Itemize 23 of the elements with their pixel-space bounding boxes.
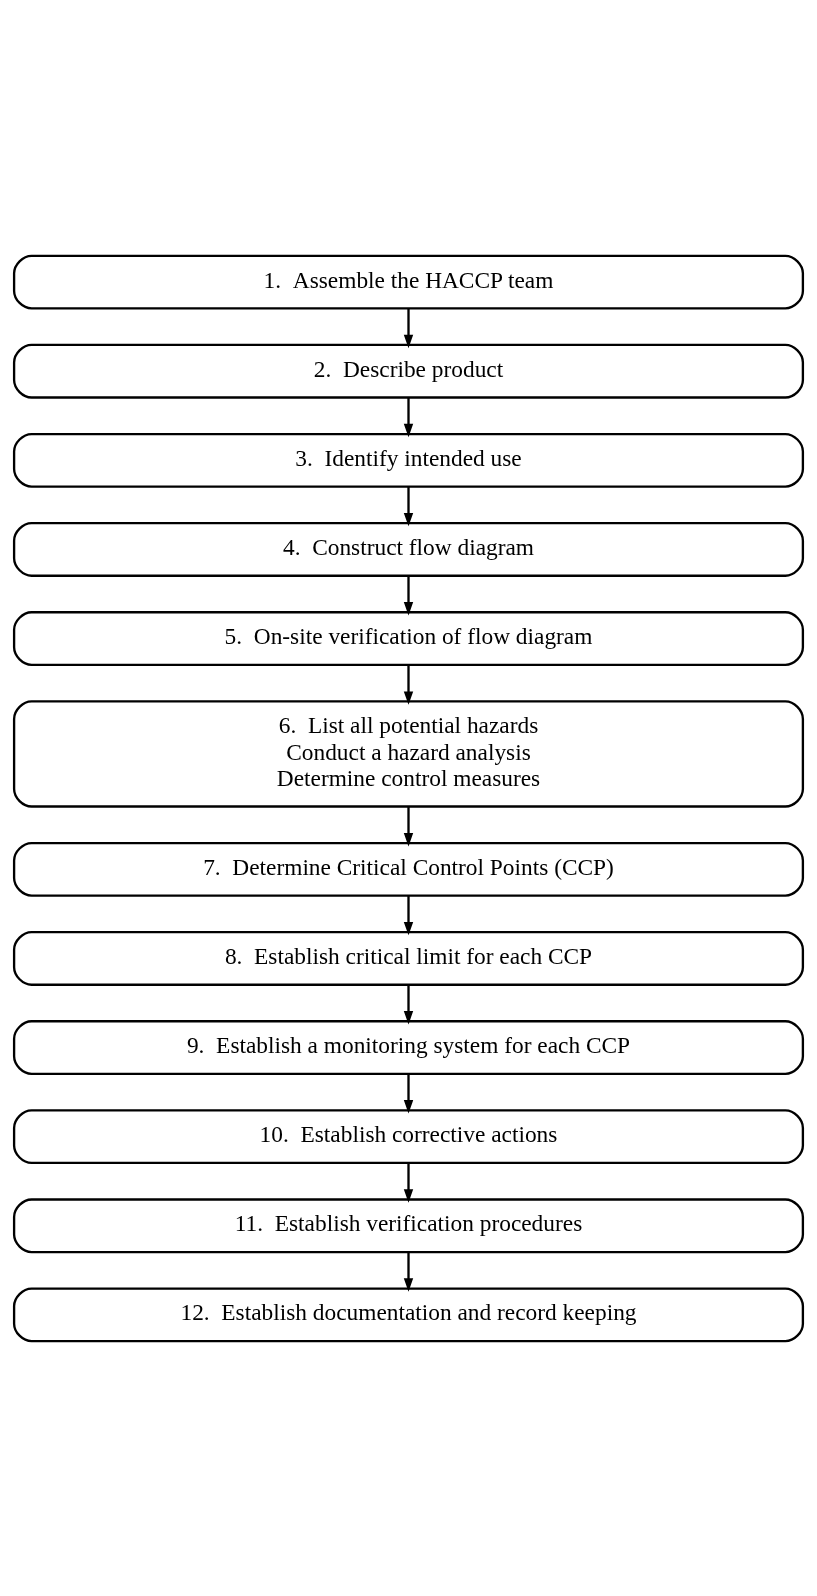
arrow (403, 1073, 414, 1114)
node-box: 12. Establish documentation and record keeping (12, 1286, 805, 1342)
node-box: 3. Identify intended use (12, 432, 805, 488)
node-box: 1. Assemble the HACCP team (12, 254, 805, 310)
node-box: 4. Construct flow diagram (12, 521, 805, 577)
arrow (403, 486, 414, 526)
arrow (403, 575, 414, 615)
arrow (403, 1162, 414, 1203)
node-box: 10. Establish corrective actions (12, 1108, 805, 1164)
arrow (403, 397, 414, 437)
arrow (403, 806, 414, 846)
arrow (403, 984, 414, 1024)
arrow (403, 664, 414, 705)
node-box: 6. List all potential hazards Conduct a hazard analysis Determine control measures (12, 699, 805, 808)
node-box: 9. Establish a monitoring system for each CCP (12, 1019, 805, 1075)
node-box: 8. Establish critical limit for each CCP (12, 930, 805, 986)
node-box: 11. Establish verification procedures (12, 1197, 805, 1253)
arrow (403, 1251, 414, 1292)
arrow (403, 895, 414, 935)
node-box: 5. On-site verification of flow diagram (12, 610, 805, 666)
arrow (403, 308, 414, 348)
node-box: 7. Determine Critical Control Points (CCP) (12, 841, 805, 897)
node-box: 2. Describe product (12, 343, 805, 399)
